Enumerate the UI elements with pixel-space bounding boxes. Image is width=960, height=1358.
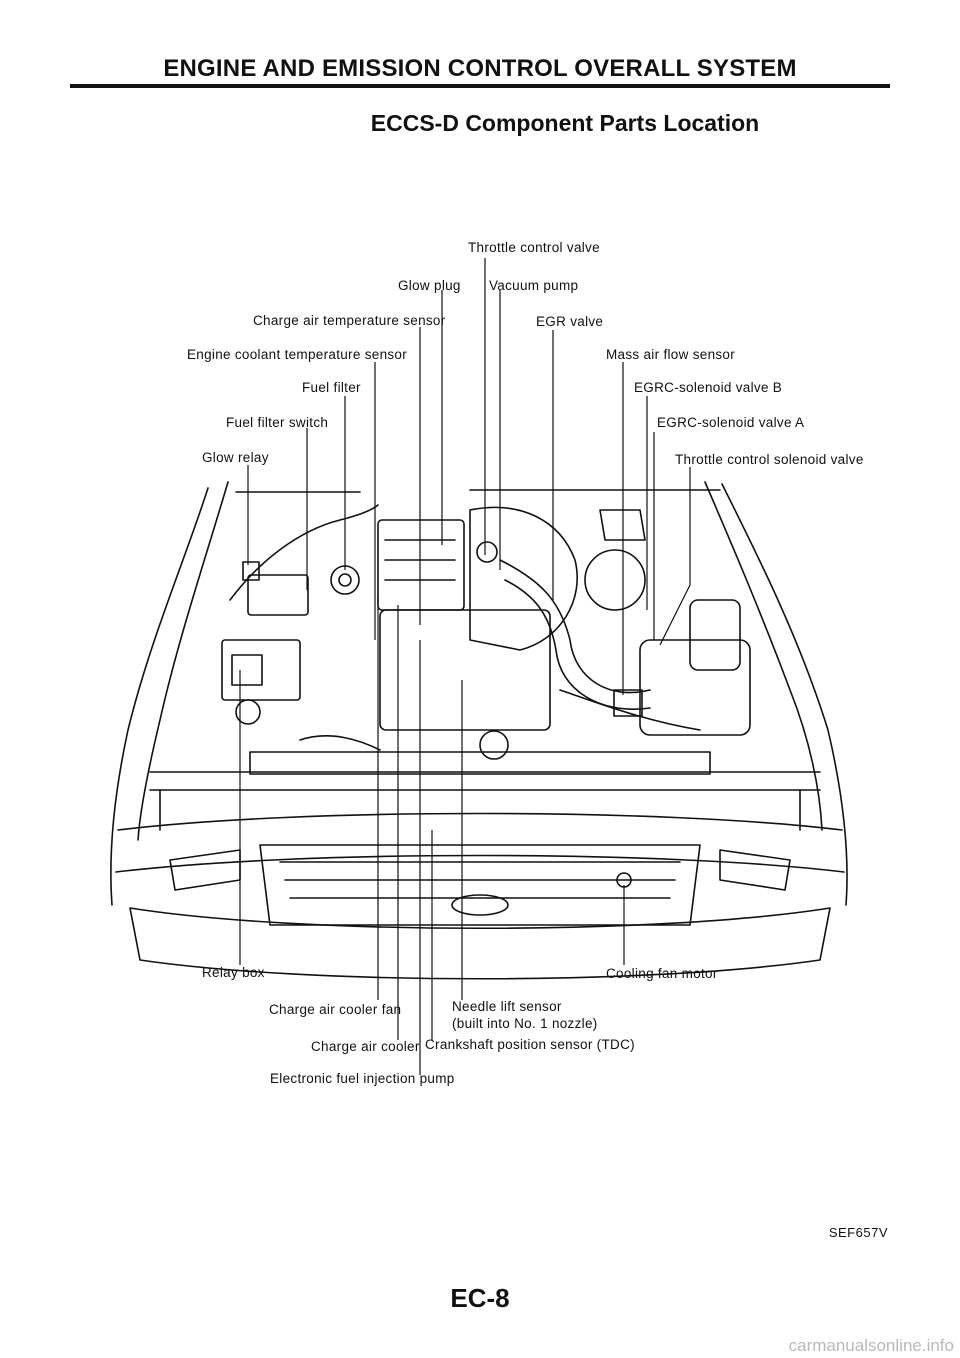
label-charge-air-cooler: Charge air cooler bbox=[311, 1039, 420, 1054]
label-glow-relay: Glow relay bbox=[202, 450, 269, 465]
right-fender-outline bbox=[721, 483, 848, 906]
label-relay-box: Relay box bbox=[202, 965, 265, 980]
leader-throttle-control-solenoid bbox=[659, 467, 691, 646]
battery bbox=[221, 639, 301, 701]
page-number: EC-8 bbox=[450, 1283, 510, 1313]
page-title: ECCS-D Component Parts Location bbox=[370, 110, 760, 136]
oil-filler-cap bbox=[479, 730, 509, 760]
footer-watermark: carmanualsonline.info bbox=[788, 1336, 954, 1355]
label-charge-air-cooler-fan: Charge air cooler fan bbox=[269, 1002, 402, 1017]
label-throttle-control-valve: Throttle control valve bbox=[468, 240, 600, 255]
label-fuel-filter-switch: Fuel filter switch bbox=[226, 415, 329, 430]
hose-left bbox=[229, 504, 379, 601]
label-electronic-fuel-injection-pump: Electronic fuel injection pump bbox=[270, 1071, 455, 1086]
label-crankshaft-position-sensor: Crankshaft position sensor (TDC) bbox=[425, 1037, 635, 1052]
valve-cover bbox=[469, 506, 578, 651]
label-egrc-solenoid-valve-a: EGRC-solenoid valve A bbox=[657, 415, 805, 430]
washer-tank-cap bbox=[235, 699, 261, 725]
bumper-upper bbox=[117, 812, 843, 831]
label-mass-air-flow-sensor: Mass air flow sensor bbox=[606, 347, 736, 362]
label-charge-air-temperature-sensor: Charge air temperature sensor bbox=[253, 313, 446, 328]
engine-block bbox=[379, 609, 551, 731]
glow-relay-box bbox=[242, 561, 260, 581]
right-fender-inner bbox=[704, 481, 823, 831]
label-fuel-filter: Fuel filter bbox=[302, 380, 361, 395]
label-throttle-control-solenoid-valve: Throttle control solenoid valve bbox=[675, 452, 864, 467]
left-fender-outline bbox=[110, 487, 209, 906]
section-header: ENGINE AND EMISSION CONTROL OVERALL SYST… bbox=[163, 55, 797, 82]
intake-duct bbox=[499, 559, 651, 694]
header-rule bbox=[70, 84, 890, 88]
relay-box bbox=[231, 654, 263, 686]
label-egr-valve: EGR valve bbox=[536, 314, 604, 329]
fuel-filter bbox=[330, 565, 360, 595]
intake-duct-inner bbox=[504, 579, 651, 710]
hose-right bbox=[559, 689, 701, 731]
cowl-line bbox=[235, 489, 721, 493]
figure-code: SEF657V bbox=[828, 1225, 888, 1240]
left-lamp bbox=[169, 849, 241, 891]
air-cleaner bbox=[639, 639, 751, 736]
radiator-support bbox=[149, 771, 821, 831]
bumper-lower bbox=[115, 854, 845, 873]
emblem bbox=[451, 894, 509, 916]
fuel-filter-cap bbox=[338, 573, 352, 587]
mass-air-flow-sensor bbox=[613, 689, 643, 717]
radiator-core-support bbox=[249, 751, 711, 775]
brake-booster bbox=[584, 549, 646, 611]
label-cooling-fan-motor: Cooling fan motor bbox=[606, 966, 718, 981]
label-vacuum-pump: Vacuum pump bbox=[489, 278, 579, 293]
coolant-reservoir bbox=[689, 599, 741, 671]
label-needle-lift-sensor: Needle lift sensor (built into No. 1 noz… bbox=[452, 999, 598, 1031]
right-lamp bbox=[719, 849, 791, 891]
fuse-box bbox=[247, 574, 309, 616]
master-cylinder bbox=[599, 509, 646, 541]
hose-lower bbox=[299, 735, 381, 751]
label-engine-coolant-temperature-sensor: Engine coolant temperature sensor bbox=[187, 347, 408, 362]
bumper-base bbox=[129, 907, 831, 980]
label-egrc-solenoid-valve-b: EGRC-solenoid valve B bbox=[634, 380, 783, 395]
throttle-body bbox=[476, 541, 498, 563]
intercooler-box bbox=[377, 519, 465, 611]
left-fender-inner bbox=[137, 481, 229, 841]
grille-outline bbox=[259, 844, 701, 926]
label-glow-plug: Glow plug bbox=[398, 278, 461, 293]
